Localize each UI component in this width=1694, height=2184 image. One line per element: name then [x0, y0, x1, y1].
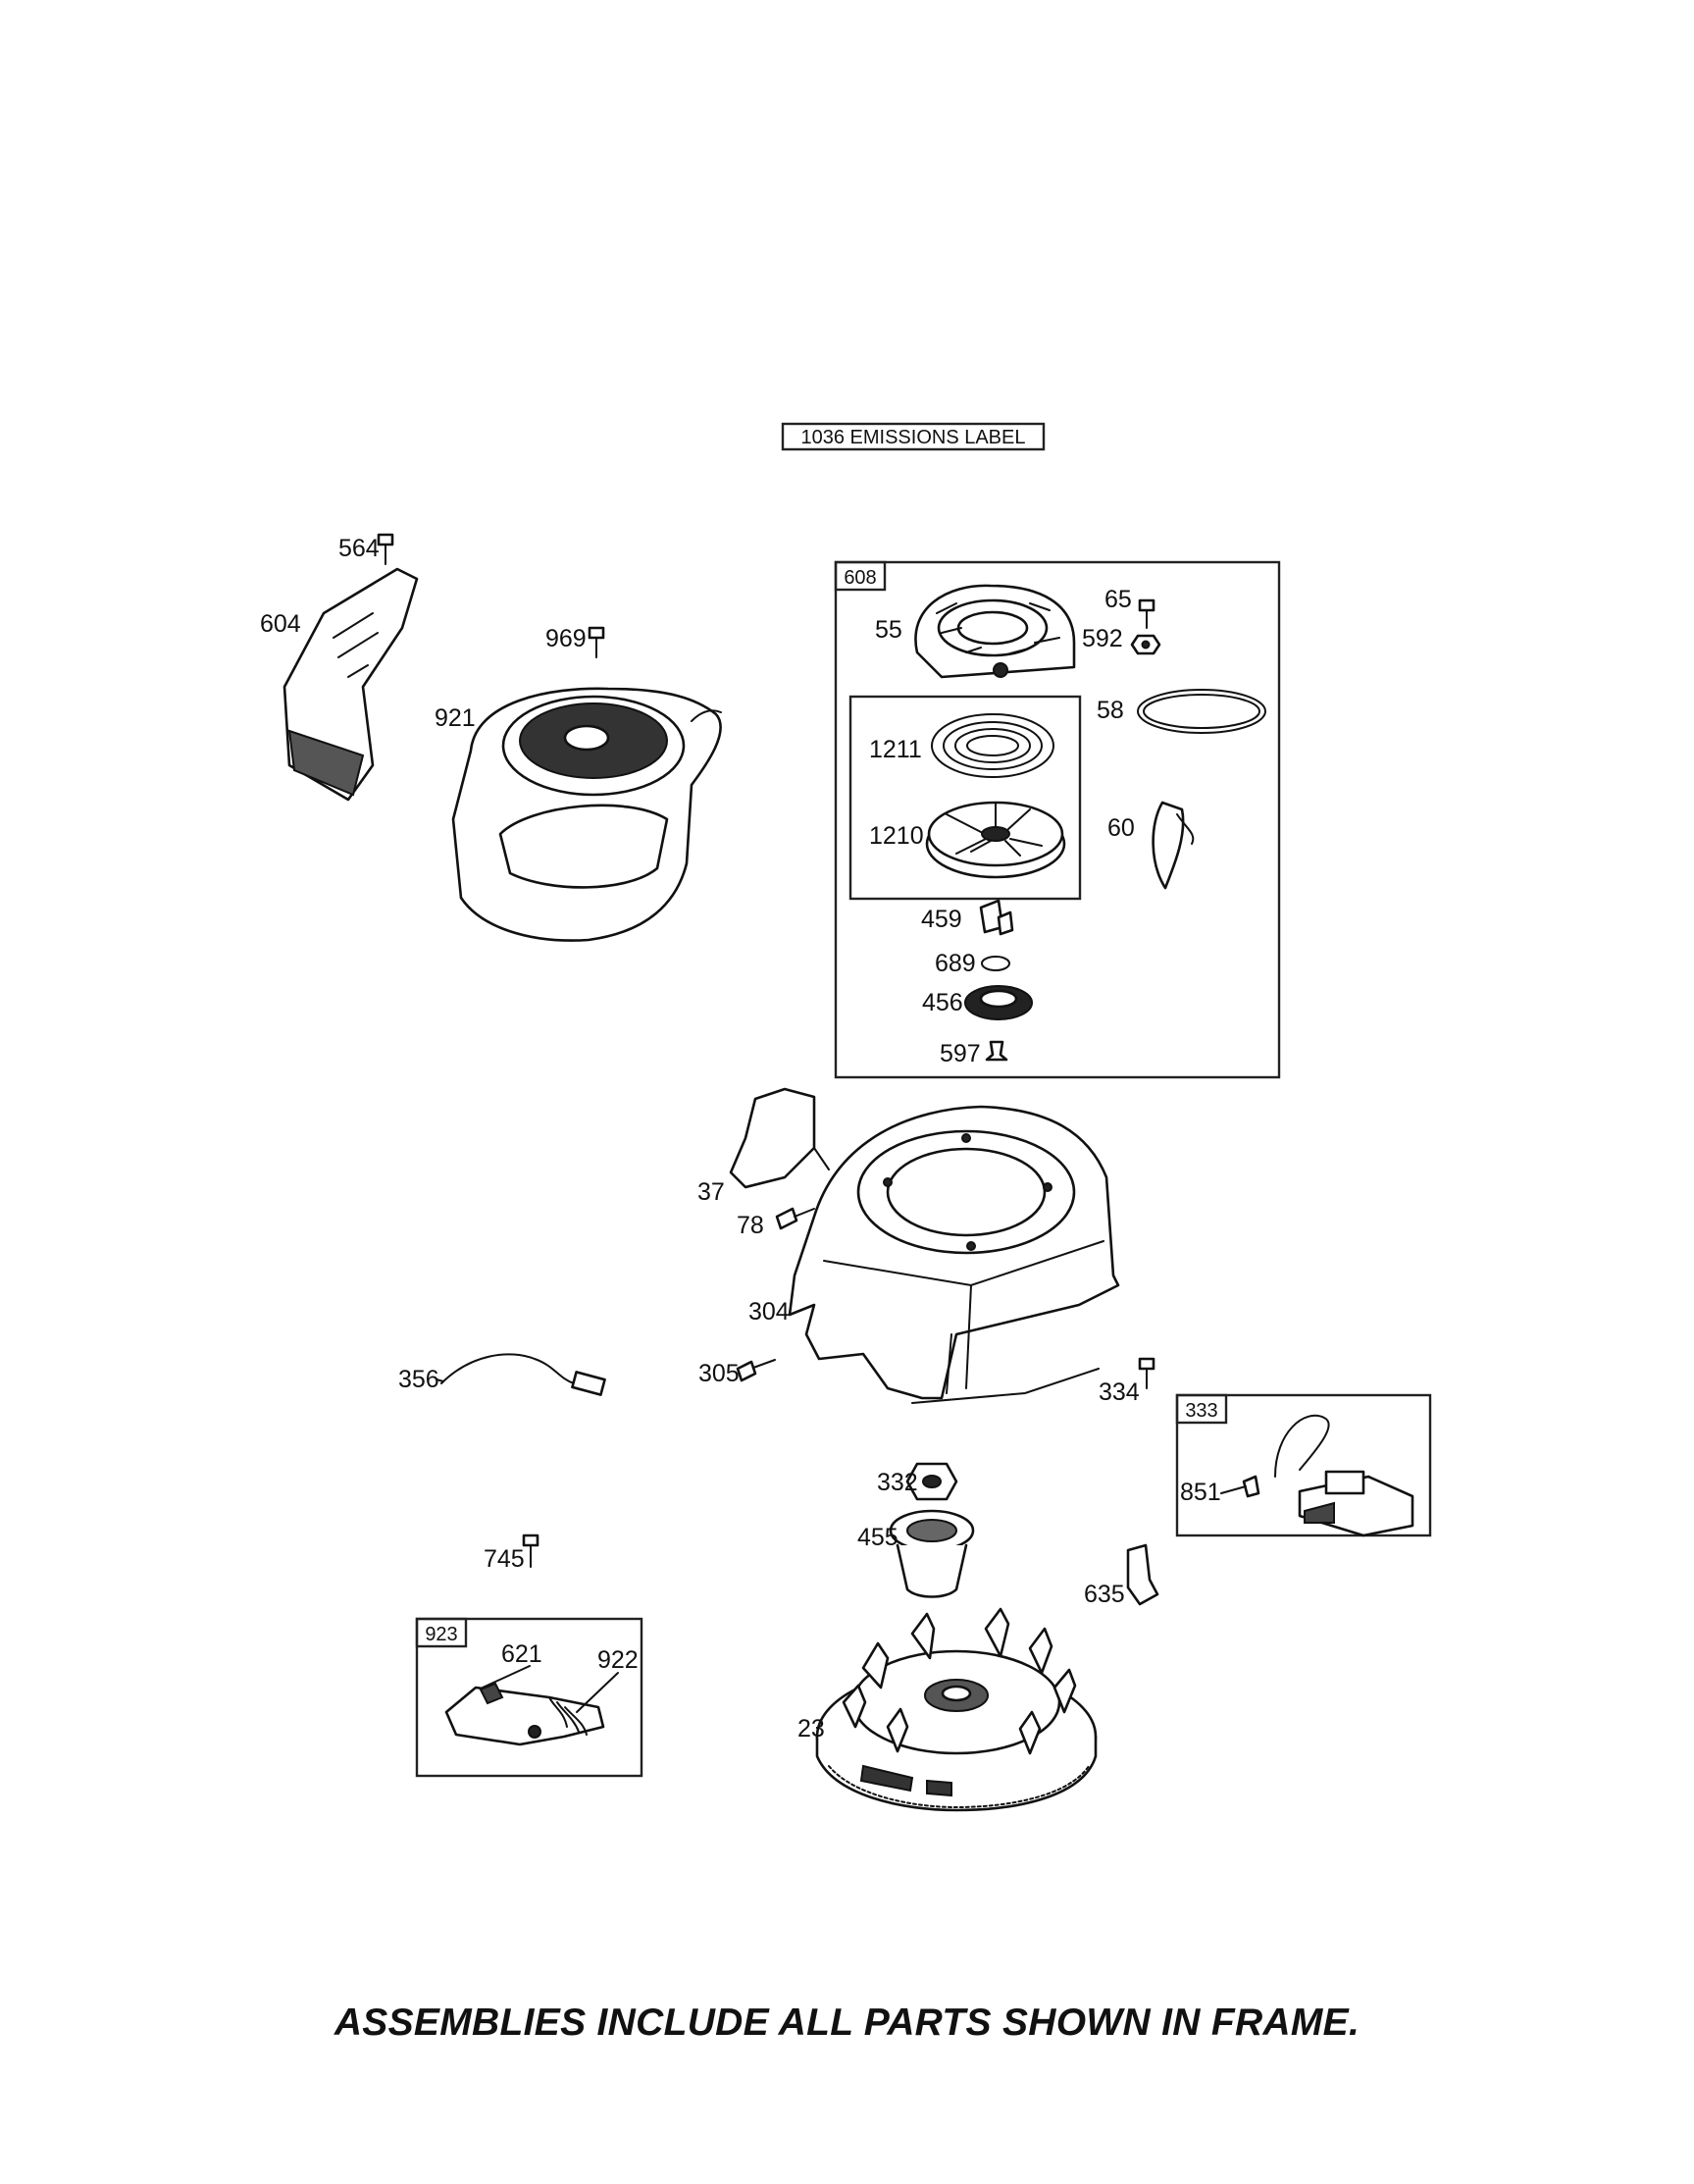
callout-labels: 564 604 969 921 65 55 592 58 1211 1210 6…	[260, 535, 1221, 1742]
emissions-label-text: 1036 EMISSIONS LABEL	[800, 427, 1025, 448]
fitting-635	[1126, 1543, 1159, 1606]
callout-65: 65	[1104, 586, 1132, 613]
wire-356	[440, 1353, 606, 1396]
callout-459: 459	[921, 906, 962, 933]
frame-923-label: 923	[425, 1624, 457, 1645]
starter-handle-60	[1152, 801, 1195, 890]
callout-921: 921	[435, 704, 476, 732]
bolt-334	[1138, 1357, 1155, 1389]
pulley-spring-subframe	[848, 695, 1082, 901]
callout-1210: 1210	[869, 822, 924, 850]
callout-564: 564	[338, 535, 380, 562]
callout-851: 851	[1180, 1479, 1221, 1506]
callout-55: 55	[875, 616, 902, 644]
callout-78: 78	[737, 1212, 764, 1239]
rewind-spring-1211	[931, 713, 1054, 778]
ratchet-456	[964, 985, 1033, 1020]
callout-58: 58	[1097, 697, 1124, 724]
armature-frame: 333	[1175, 1393, 1432, 1537]
callout-922: 922	[597, 1646, 639, 1674]
callout-60: 60	[1107, 814, 1135, 842]
nut-592	[1130, 634, 1161, 655]
bolt-65	[1138, 598, 1155, 629]
callout-745: 745	[484, 1545, 525, 1573]
callout-604: 604	[260, 610, 301, 638]
retainer-689	[981, 956, 1010, 971]
callout-621: 621	[501, 1640, 542, 1668]
baffle-37	[729, 1087, 830, 1189]
callout-455: 455	[857, 1524, 898, 1551]
governor-frame: 923	[415, 1617, 643, 1778]
shroud-304	[788, 1105, 1120, 1404]
callout-689: 689	[935, 950, 976, 977]
frame-608-label: 608	[844, 567, 876, 589]
panel-604	[282, 567, 419, 802]
flywheel-23	[815, 1607, 1098, 1812]
bolt-305	[736, 1359, 776, 1382]
callout-1211: 1211	[869, 736, 922, 763]
callout-305: 305	[698, 1360, 740, 1387]
callout-23: 23	[797, 1715, 825, 1742]
screw-597	[985, 1040, 1008, 1062]
starter-rope-58	[1137, 689, 1266, 734]
screw-969	[588, 626, 605, 658]
callout-969: 969	[545, 625, 587, 652]
bolt-78	[775, 1207, 815, 1230]
screw-745	[522, 1534, 539, 1568]
callout-356: 356	[398, 1366, 439, 1393]
emissions-label-box: 1036 EMISSIONS LABEL	[781, 422, 1046, 451]
callout-332: 332	[877, 1469, 918, 1496]
leader-lines	[436, 1378, 1247, 1713]
callout-597: 597	[940, 1040, 981, 1067]
blower-housing-921	[451, 687, 722, 942]
callout-635: 635	[1084, 1581, 1125, 1608]
pawl-459	[979, 899, 1014, 936]
nut-332	[905, 1462, 958, 1501]
callout-592: 592	[1082, 625, 1123, 652]
pulley-1210	[925, 801, 1066, 879]
callout-334: 334	[1099, 1378, 1140, 1406]
callout-37: 37	[697, 1178, 725, 1206]
starter-housing-55	[914, 584, 1076, 679]
callout-456: 456	[922, 989, 963, 1016]
starter-assembly-frame: 608	[834, 560, 1281, 1079]
frame-333-label: 333	[1185, 1400, 1217, 1422]
starter-cup-455	[889, 1509, 975, 1598]
screw-564	[377, 533, 394, 565]
assemblies-note: ASSEMBLIES INCLUDE ALL PARTS SHOWN IN FR…	[334, 2002, 1360, 2044]
callout-304: 304	[748, 1298, 790, 1326]
